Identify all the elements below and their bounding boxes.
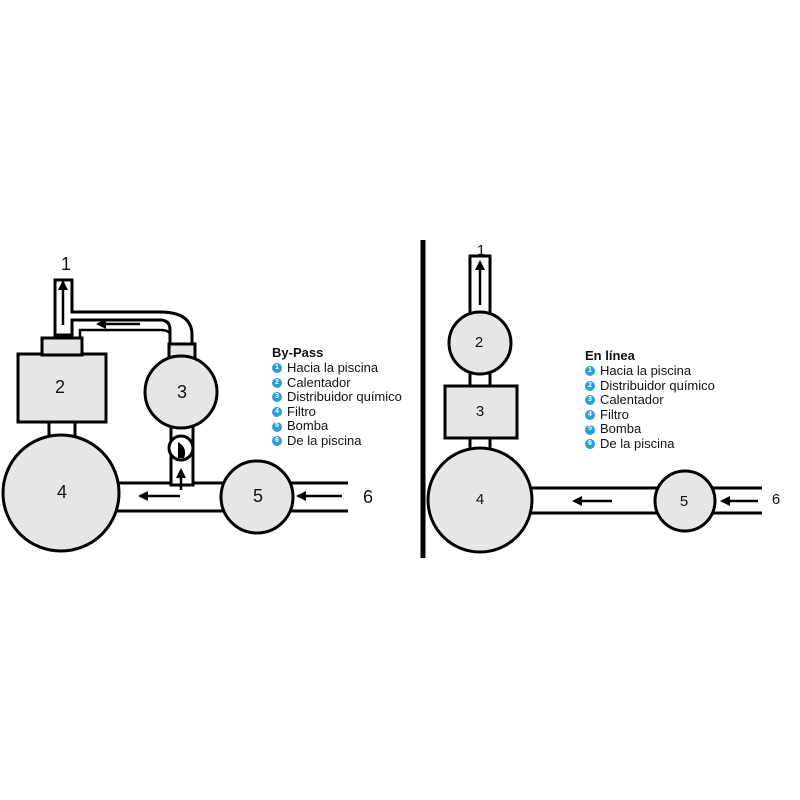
- bypass-dispenser: [143, 354, 219, 430]
- inline-legend-item: 5 Bomba: [585, 422, 715, 437]
- inline-legend-text: Hacia la piscina: [600, 363, 692, 378]
- bypass-legend-title: By-Pass: [272, 345, 324, 360]
- inline-legend-number-badge: 4: [585, 410, 595, 421]
- bypass-inlet-pipe: [290, 481, 348, 513]
- bypass-legend-item: 2 Calentador: [272, 374, 402, 391]
- inline-legend-text: Filtro: [600, 406, 629, 422]
- inline-legend-item: 2 Distribuidor químico: [585, 377, 715, 394]
- bypass-label-out: 1: [61, 254, 71, 274]
- bypass-legend-item: 4 Filtro: [272, 403, 402, 420]
- inline-legend-item: 1 Hacia la piscina: [585, 363, 715, 379]
- inline-legend-title: En línea: [585, 348, 635, 363]
- inline-legend-item: 3 Calentador: [585, 393, 715, 408]
- bypass-label-heater: 2: [55, 377, 65, 397]
- inline-legend: En línea 1 Hacia la piscina 2 Distribuidor …: [585, 348, 715, 452]
- inline-legend-number-badge: 2: [585, 380, 595, 391]
- inline-inlet-pipe: [712, 486, 762, 515]
- inline-label-out: 1: [477, 242, 485, 259]
- bypass-legend-text: Calentador: [287, 374, 351, 390]
- inline-legend-text: Distribuidor químico: [600, 377, 715, 393]
- inline-legend-item: 4 Filtro: [585, 406, 715, 423]
- bypass-label-in: 6: [363, 487, 373, 507]
- bypass-legend-text: Hacia la piscina: [287, 360, 379, 375]
- bypass-pump: [219, 459, 295, 535]
- bypass-heater: [16, 352, 108, 424]
- bypass-legend-number-badge: 1: [272, 363, 282, 374]
- bypass-legend-item: 1 Hacia la piscina: [272, 360, 402, 376]
- bypass-legend-item: 3 Distribuidor químico: [272, 390, 402, 405]
- bypass-label-dispenser: 3: [177, 382, 187, 402]
- bypass-legend-text: Bomba: [287, 418, 329, 434]
- bypass-legend-item: 5 Bomba: [272, 419, 402, 434]
- bypass-legend-item: 6 De la piscina: [272, 432, 402, 449]
- bypass-legend-number-badge: 6: [272, 436, 282, 447]
- bypass-heater-cap: [40, 336, 84, 357]
- inline-label-dispenser: 2: [475, 334, 483, 351]
- bypass-legend-number-badge: 5: [272, 421, 282, 432]
- inline-legend-number-badge: 6: [585, 439, 595, 450]
- inline-heater: [443, 384, 519, 440]
- inline-diagram: 1 2 3 4 5 6: [426, 242, 780, 554]
- inline-legend-text: Bomba: [600, 421, 642, 437]
- bypass-legend-number-badge: 3: [272, 392, 282, 403]
- inline-legend-text: De la piscina: [600, 435, 675, 451]
- bypass-check-valve-flap: [178, 442, 186, 458]
- bypass-label-filter: 4: [57, 482, 67, 502]
- bypass-legend-text: Distribuidor químico: [287, 389, 402, 405]
- inline-legend-number-badge: 5: [585, 424, 595, 435]
- inline-filter: [426, 446, 534, 554]
- inline-legend-text: Calentador: [600, 392, 664, 408]
- bypass-legend-number-badge: 4: [272, 407, 282, 418]
- bypass-label-pump: 5: [253, 486, 263, 506]
- inline-legend-number-badge: 1: [585, 366, 595, 377]
- bypass-legend: By-Pass 1 Hacia la piscina 2 Calentador 3 Dis…: [272, 345, 402, 449]
- inline-label-pump: 5: [680, 493, 688, 510]
- inline-legend-number-badge: 3: [585, 395, 595, 406]
- bypass-diagram: 1 2 3 4 5 6: [1, 254, 373, 553]
- bypass-legend-number-badge: 2: [272, 377, 282, 388]
- bypass-filter: [1, 433, 121, 553]
- inline-legend-item: 6 De la piscina: [585, 435, 715, 452]
- inline-label-filter: 4: [476, 491, 484, 508]
- inline-label-in: 6: [772, 491, 780, 508]
- inline-label-heater: 3: [476, 403, 484, 420]
- inline-dispenser: [447, 310, 513, 376]
- bypass-legend-text: Filtro: [287, 403, 316, 419]
- inline-pump: [653, 469, 717, 533]
- bypass-legend-text: De la piscina: [287, 432, 362, 448]
